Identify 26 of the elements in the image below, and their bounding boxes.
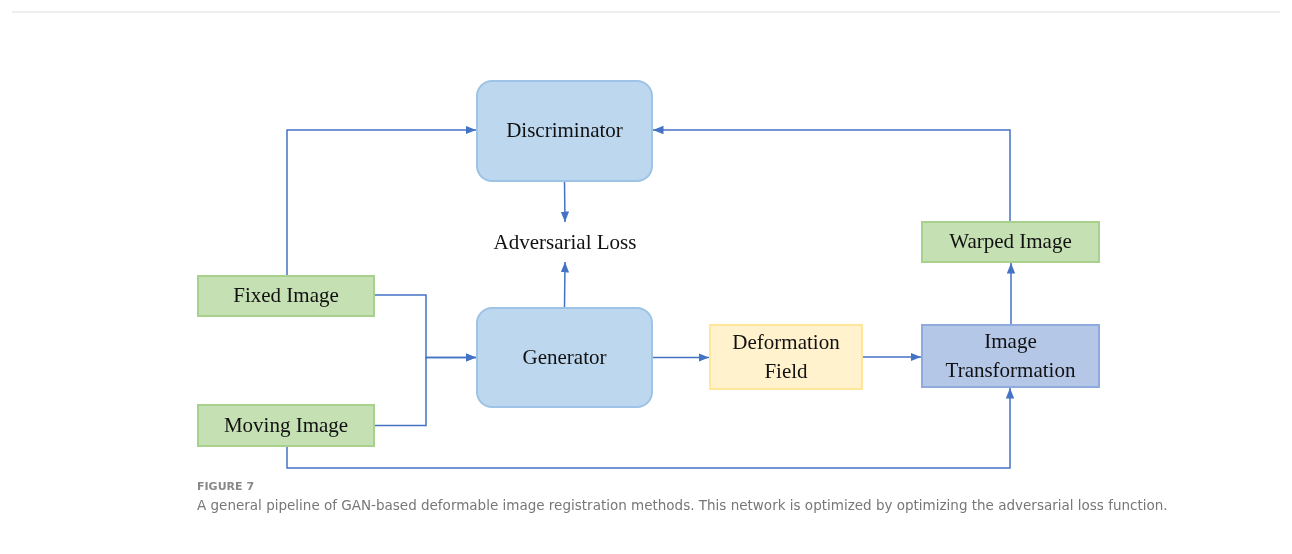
loss-label: Adversarial Loss [474, 226, 656, 260]
arrow [1006, 262, 1016, 325]
caption: A general pipeline of GAN-based deformable image registration methods. This network is optimized by optimizing the adversarial loss function. [197, 497, 1169, 513]
figure-number: FIGURE 7 [197, 480, 255, 493]
node-label: Deformation Field [731, 328, 841, 385]
arrow [652, 353, 710, 362]
output-box [921, 221, 1100, 263]
arrow [286, 387, 1015, 469]
transformation-box [921, 324, 1100, 388]
node-label: Moving Image [223, 411, 349, 439]
arrow [560, 261, 570, 308]
input-box [197, 275, 375, 317]
arrow [560, 181, 570, 223]
arrow [862, 352, 922, 362]
node-label: Discriminator [506, 117, 623, 145]
generator-box [476, 307, 653, 408]
arrow [652, 125, 1011, 222]
input-box [197, 404, 375, 447]
node-label: Fixed Image [233, 282, 339, 310]
node-label: Warped Image [949, 228, 1072, 256]
arrow [374, 353, 477, 427]
node-label: Image Transformation [944, 327, 1077, 384]
field-box [709, 324, 863, 390]
arrow [286, 125, 477, 276]
node-label: Generator [522, 343, 607, 371]
discriminator-box [476, 80, 653, 182]
